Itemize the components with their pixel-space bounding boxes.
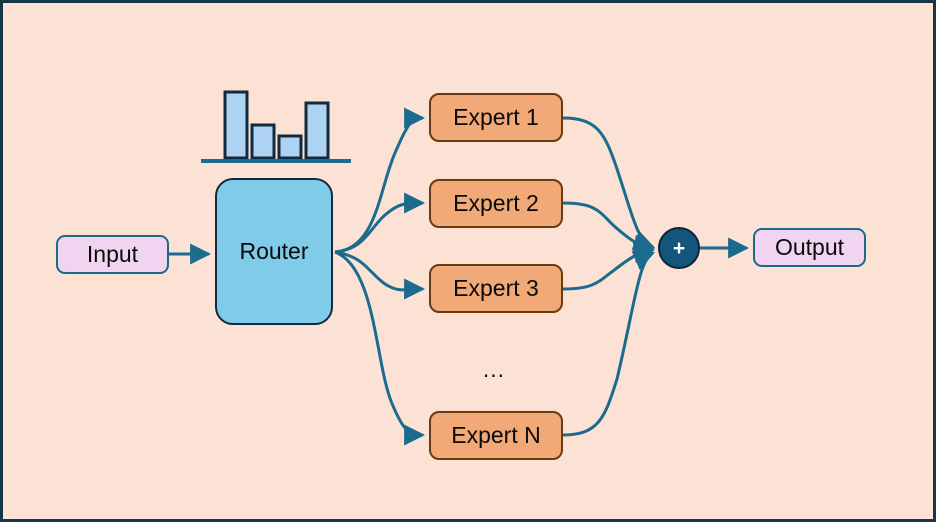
histogram-bar [304, 101, 330, 160]
input-node-label: Input [86, 241, 139, 267]
output-node[interactable]: Output [753, 228, 866, 267]
summation-node[interactable]: + [658, 227, 700, 269]
histogram-bar [250, 123, 276, 160]
edge-expert-n-to-sum [562, 250, 655, 437]
histogram-bar [223, 90, 249, 160]
router-node[interactable]: Router [215, 178, 333, 325]
expert-node-label: Expert 2 [453, 190, 539, 216]
expert-node-label: Expert N [451, 422, 541, 448]
histogram-bar [277, 134, 303, 160]
expert-node-label: Expert 3 [453, 275, 539, 301]
plus-icon: + [672, 236, 686, 260]
edge-router-to-expert-n [334, 250, 426, 446]
router-node-label: Router [239, 238, 309, 264]
input-node[interactable]: Input [56, 235, 169, 274]
expert-node[interactable]: Expert N [429, 411, 563, 460]
edge-expert-1-to-sum [562, 116, 655, 251]
expert-ellipsis: ... [469, 355, 519, 383]
edge-expert-2-to-sum [562, 201, 656, 256]
output-node-label: Output [774, 234, 845, 260]
expert-node-label: Expert 1 [453, 104, 539, 130]
edge-router-to-expert-2 [334, 192, 426, 254]
expert-node[interactable]: Expert 1 [429, 93, 563, 142]
expert-node[interactable]: Expert 3 [429, 264, 563, 313]
edge-router-to-expert-3 [334, 250, 426, 300]
expert-ellipsis-label: ... [482, 355, 506, 382]
edge-expert-3-to-sum [562, 242, 656, 291]
router-distribution-histogram [201, 90, 351, 163]
expert-node[interactable]: Expert 2 [429, 179, 563, 228]
